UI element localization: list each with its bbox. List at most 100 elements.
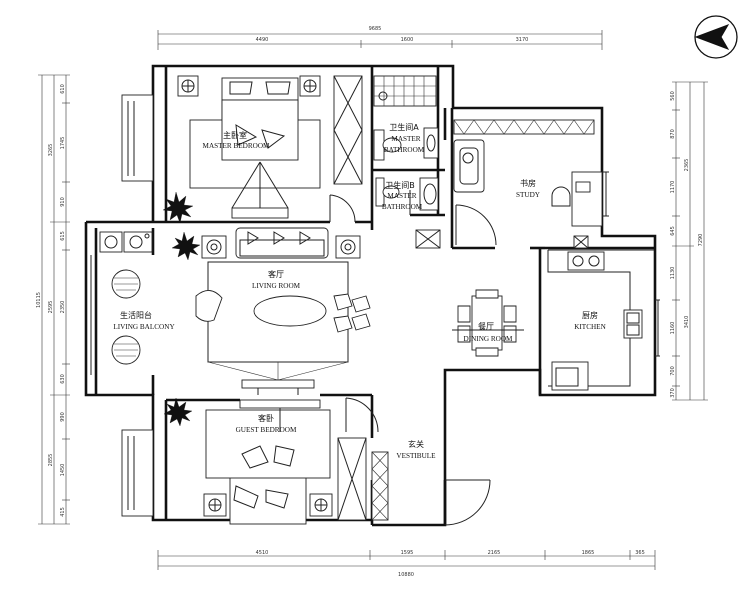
dim-right-inner-6: 1160 (670, 322, 676, 335)
kitchen-sink-icon (623, 309, 643, 339)
walls (84, 64, 657, 527)
dim-top-total: 9685 (369, 26, 382, 32)
dim-left-inner-5: 2350 (60, 301, 66, 314)
study-desk (551, 171, 603, 227)
label-master-bedroom-cn: 主卧室 (223, 130, 247, 140)
label-kitchen-cn: 厨房 (582, 310, 598, 320)
ottomans (333, 293, 371, 333)
right-dimensions: 7290 2365 3410 560 870 1170 645 1130 116… (670, 81, 708, 401)
label-study-cn: 书房 (520, 178, 536, 188)
label-vestibule-cn: 玄关 (408, 439, 424, 449)
dim-left-outer-1: 3265 (48, 144, 54, 157)
master-tv-unit (231, 161, 289, 219)
dim-right-inner-5: 1130 (670, 267, 676, 280)
dim-left-outer-3: 2855 (48, 454, 54, 467)
vestibule-shoe-cabinet (371, 451, 389, 521)
washbasin-a-icon (423, 127, 439, 159)
dim-left-inner-2: 1745 (60, 137, 66, 150)
label-study-en: STUDY (516, 191, 541, 199)
entrance-door (444, 479, 491, 526)
fridge-icon (573, 235, 589, 249)
label-dining-room-en: DINING ROOM (464, 335, 514, 343)
master-wardrobe (333, 75, 363, 185)
windows (90, 94, 660, 517)
dim-right-inner-8: 370 (670, 388, 676, 398)
label-master-bedroom-en: MASTER BEDROOM (203, 142, 271, 150)
study-door (455, 204, 497, 246)
dim-right-inner-2: 870 (670, 129, 676, 139)
dim-right-inner-7: 700 (670, 366, 676, 376)
master-bed (189, 77, 321, 189)
guest-wardrobe (337, 437, 367, 521)
dim-left-inner-4: 615 (60, 231, 66, 241)
label-bathroom-b-en1: MASTER (387, 192, 416, 200)
dim-left-inner-8: 1450 (60, 464, 66, 477)
label-balcony-en: LIVING BALCONY (113, 323, 175, 331)
master-plant-icon (162, 191, 194, 224)
dim-top-3: 3170 (516, 37, 529, 43)
label-bathroom-a-en2: BATHROOM (384, 146, 425, 154)
label-dining-room-cn: 餐厅 (478, 322, 494, 331)
toilet-a-icon (373, 129, 402, 161)
washbasin-b-icon (419, 177, 439, 211)
label-vestibule-en: VESTIBULE (396, 452, 436, 460)
kitchen-appliance-box (551, 361, 589, 391)
living-side-tables (201, 235, 361, 259)
dim-right-inner-3: 1170 (670, 181, 676, 194)
room-labels: 主卧室 MASTER BEDROOM 卫生间A MASTER BATHROOM … (113, 122, 606, 460)
guest-plant-icon (163, 397, 193, 427)
label-bathroom-a-en1: MASTER (391, 135, 420, 143)
dim-left-inner-9: 415 (60, 507, 66, 517)
living-plant-icon (171, 231, 201, 261)
dim-top-1: 4490 (256, 37, 269, 43)
kitchen-counter (547, 249, 654, 387)
label-guest-bedroom-en: GUEST BEDROOM (236, 426, 297, 434)
dim-left-inner-7: 990 (60, 412, 66, 422)
dim-bottom-4: 1865 (582, 550, 595, 556)
label-kitchen-en: KITCHEN (574, 323, 606, 331)
dim-bottom-1: 4510 (256, 550, 269, 556)
toilet-b-icon (375, 177, 400, 207)
balcony-chairs (111, 269, 141, 365)
dim-left-inner-3: 910 (60, 197, 66, 207)
dim-right-outer-2: 3410 (684, 316, 690, 329)
left-dimensions: 10115 3265 2595 2855 610 1745 910 615 23… (36, 74, 70, 525)
label-bathroom-b-cn: 卫生间B (385, 180, 415, 190)
north-arrow-icon (694, 15, 738, 59)
guest-door (345, 397, 379, 433)
living-sofa (235, 227, 329, 259)
dim-bottom-2: 1595 (401, 550, 414, 556)
dim-bottom-total: 10880 (398, 572, 414, 578)
label-balcony-cn: 生活阳台 (120, 310, 152, 320)
bathroom-door (409, 190, 441, 249)
study-armchair (453, 139, 485, 193)
coffee-table (253, 295, 327, 327)
tv-cabinet (241, 379, 315, 395)
guest-bed (205, 409, 331, 525)
dim-right-outer-1: 2365 (684, 159, 690, 172)
bottom-dimensions: 4510 1595 2165 1865 365 10880 (157, 550, 656, 578)
dining-table (452, 289, 524, 357)
dim-left-inner-6: 630 (60, 374, 66, 384)
dim-left-inner-1: 610 (60, 84, 66, 94)
master-door (329, 194, 356, 223)
top-dimensions: 9685 4490 1600 3170 (157, 26, 603, 50)
label-bathroom-b-en2: BATHROOM (382, 203, 423, 211)
master-nightstand-lamps (177, 75, 321, 97)
washer-icon (99, 231, 123, 253)
label-living-room-en: LIVING ROOM (252, 282, 301, 290)
dim-left-total: 10115 (36, 292, 42, 308)
dim-bottom-5: 365 (635, 550, 645, 556)
balcony-sink (123, 231, 153, 253)
dim-bottom-3: 2165 (488, 550, 501, 556)
study-bookshelf (453, 119, 595, 135)
living-armchair (195, 290, 223, 322)
stove-icon (567, 251, 605, 271)
guest-desk (239, 399, 321, 432)
dim-left-outer-2: 2595 (48, 301, 54, 314)
label-bathroom-a-cn: 卫生间A (389, 122, 419, 132)
dim-right-inner-1: 560 (670, 91, 676, 101)
dim-right-total: 7290 (698, 234, 704, 247)
